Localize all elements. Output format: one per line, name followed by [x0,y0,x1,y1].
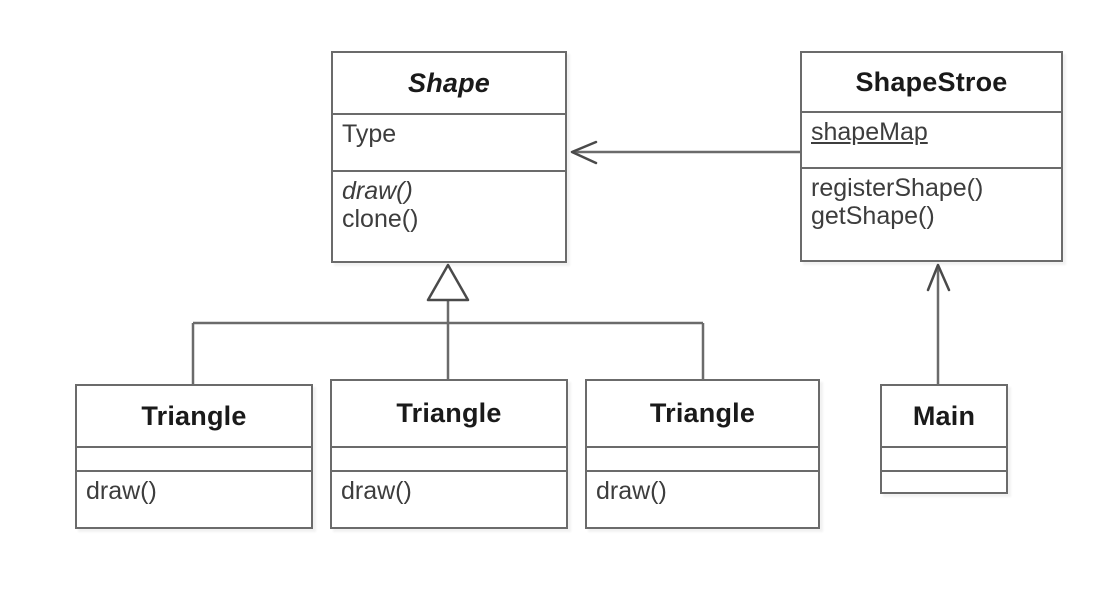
class-methods-shapestroe: registerShape() getShape() [802,167,1061,264]
class-box-triangle-3[interactable]: Triangle draw() [585,379,820,529]
class-methods-triangle-2: draw() [332,470,566,531]
class-box-triangle-2[interactable]: Triangle draw() [330,379,568,529]
class-box-triangle-1[interactable]: Triangle draw() [75,384,313,529]
method-clone: clone() [342,205,419,233]
class-title-triangle-2: Triangle [396,398,502,428]
class-title-triangle-1: Triangle [141,400,247,431]
class-methods-triangle-1: draw() [77,470,311,531]
class-attributes-triangle-1 [77,446,311,470]
class-box-shapestroe[interactable]: ShapeStroe shapeMap registerShape() getS… [800,51,1063,262]
class-title-triangle-3: Triangle [649,398,756,428]
attribute-type: Type [342,120,397,148]
class-methods-main [882,470,1006,496]
class-attributes-triangle-3 [587,446,818,470]
class-box-shape[interactable]: Shape Type draw() clone() [331,51,567,263]
method-draw: draw() [341,477,412,505]
class-box-main[interactable]: Main [880,384,1008,494]
class-attributes-triangle-2 [332,446,566,470]
class-methods-shape: draw() clone() [333,170,565,265]
edge-shapestroe-to-shape [570,140,800,165]
method-getshape: getShape() [811,202,935,230]
method-registershape: registerShape() [811,174,984,202]
class-methods-triangle-3: draw() [587,470,818,531]
edge-main-to-shapestroe [926,263,951,384]
class-attributes-shape: Type [333,113,565,170]
method-draw: draw() [86,477,157,505]
class-attributes-main [882,446,1006,470]
class-attributes-shapestroe: shapeMap [802,111,1061,167]
attribute-shapemap: shapeMap [811,118,928,146]
method-draw: draw() [596,477,667,505]
class-title-shape: Shape [407,67,491,98]
class-title-shapestroe: ShapeStroe [855,66,1008,97]
method-draw: draw() [342,177,413,205]
class-title-main: Main [912,400,976,431]
edge-generalization-tree [191,263,705,384]
